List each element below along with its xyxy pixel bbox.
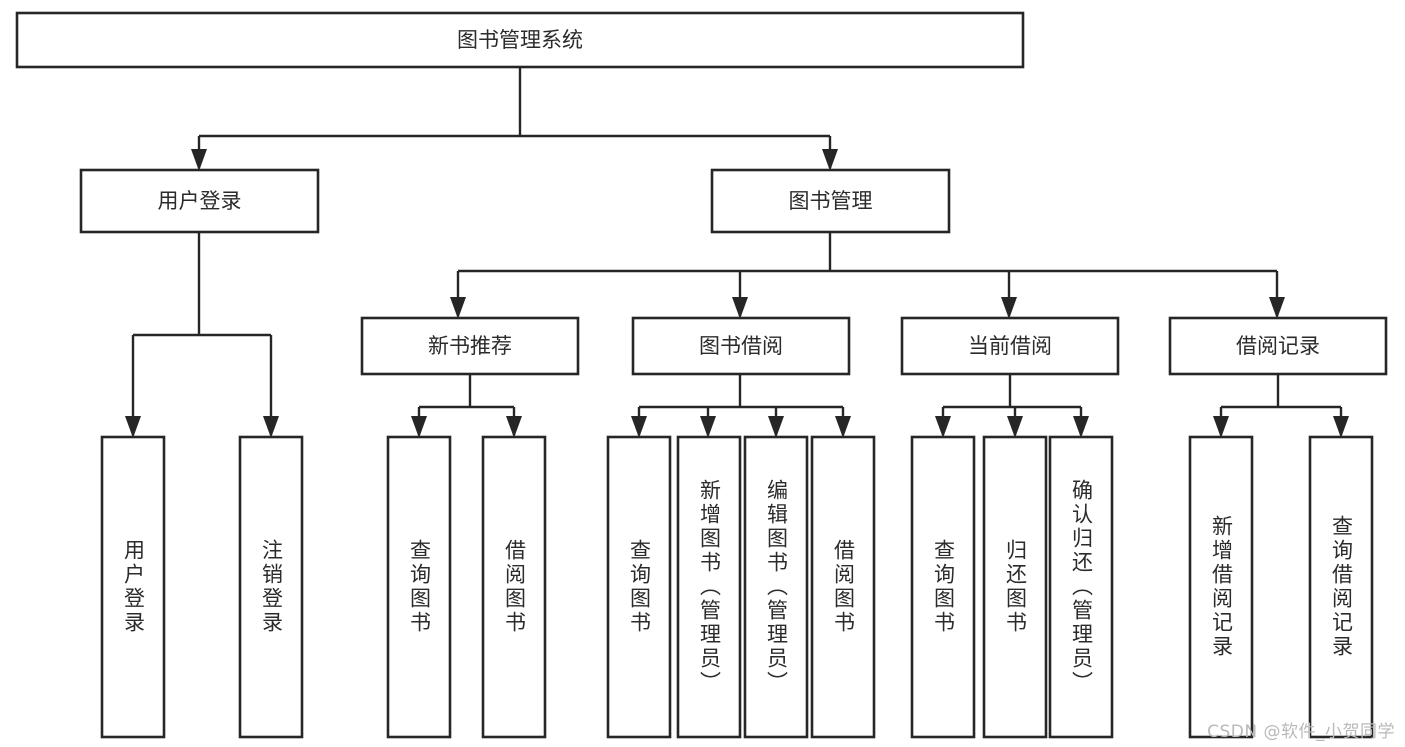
arrowhead-icon <box>1073 416 1089 438</box>
node-label-level3-2: 当前借阅 <box>968 334 1052 358</box>
node-boxes-group <box>15 11 1388 739</box>
arrowhead-icon <box>263 416 279 438</box>
node-box-leaf-3[interactable] <box>481 435 547 739</box>
arrowhead-icon <box>411 416 427 438</box>
arrowhead-icon <box>1001 297 1017 319</box>
node-box-leaf-2[interactable] <box>386 435 452 739</box>
node-box-leaf-9[interactable] <box>982 435 1048 739</box>
arrowhead-icon <box>935 416 951 438</box>
arrowhead-icon <box>768 416 784 438</box>
node-box-level2-1[interactable] <box>710 168 951 234</box>
node-label-root: 图书管理系统 <box>457 28 583 52</box>
node-box-leaf-6[interactable] <box>743 435 809 739</box>
node-box-leaf-1[interactable] <box>238 435 304 739</box>
node-box-leaf-4[interactable] <box>606 435 672 739</box>
node-box-level3-0[interactable] <box>360 316 580 376</box>
arrowhead-icon <box>191 149 207 171</box>
arrowhead-icon <box>732 297 748 319</box>
arrowhead-icon <box>700 416 716 438</box>
node-box-level3-3[interactable] <box>1168 316 1388 376</box>
arrowhead-icon <box>631 416 647 438</box>
node-box-leaf-0[interactable] <box>100 435 166 739</box>
arrowhead-icon <box>1213 416 1229 438</box>
arrowhead-icon <box>1333 416 1349 438</box>
node-box-leaf-11[interactable] <box>1188 435 1254 739</box>
arrowhead-icon <box>1269 297 1285 319</box>
arrowhead-icon <box>835 416 851 438</box>
arrowhead-icon <box>450 297 466 319</box>
arrowhead-icon <box>506 416 522 438</box>
csdn-watermark: CSDN @软件_小贺同学 <box>1207 722 1395 742</box>
node-label-level2-1: 图书管理 <box>789 189 873 213</box>
arrowhead-icon <box>125 416 141 438</box>
node-label-level3-3: 借阅记录 <box>1236 334 1320 358</box>
node-box-leaf-5[interactable] <box>676 435 742 739</box>
node-box-leaf-7[interactable] <box>810 435 876 739</box>
node-box-leaf-12[interactable] <box>1308 435 1374 739</box>
node-label-level3-0: 新书推荐 <box>428 334 512 358</box>
node-box-level3-1[interactable] <box>631 316 851 376</box>
node-box-leaf-8[interactable] <box>910 435 976 739</box>
node-label-level2-0: 用户登录 <box>158 189 242 213</box>
arrowhead-icon <box>822 149 838 171</box>
node-box-level3-2[interactable] <box>900 316 1120 376</box>
node-box-level2-0[interactable] <box>79 168 320 234</box>
connector-lines-group <box>125 67 1349 438</box>
arrowhead-icon <box>1007 416 1023 438</box>
node-box-leaf-10[interactable] <box>1048 435 1114 739</box>
node-label-level3-1: 图书借阅 <box>699 334 783 358</box>
node-box-root[interactable] <box>15 11 1025 69</box>
